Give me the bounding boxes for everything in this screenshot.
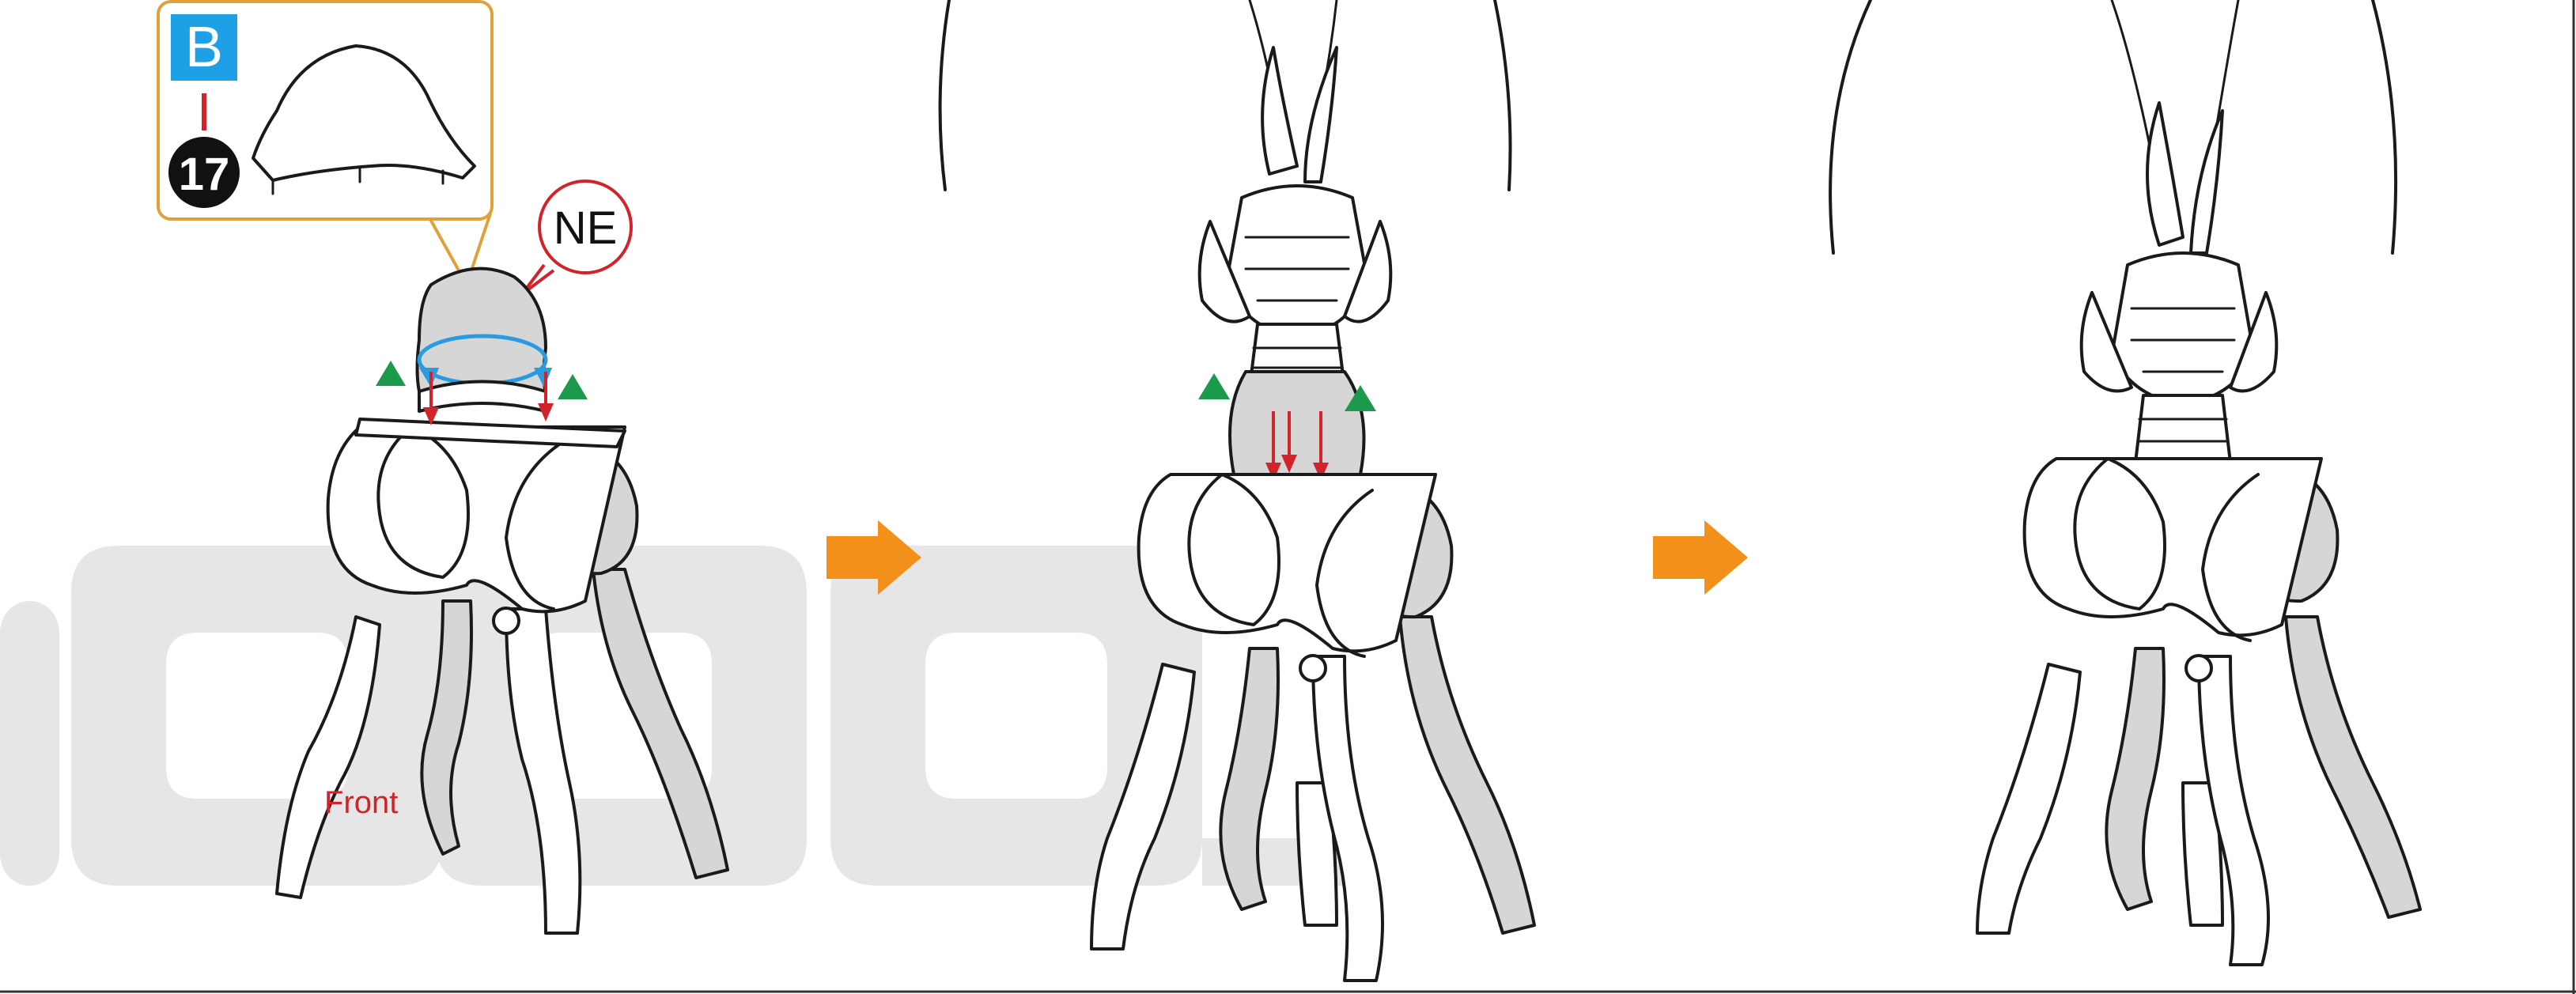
step-arrow-icon <box>1653 520 1748 595</box>
panel-3-completed-dragon <box>1830 0 2420 965</box>
part-callout: B 17 <box>158 2 492 285</box>
position-code: NE <box>554 202 618 254</box>
alignment-marker-icon <box>1198 373 1230 399</box>
part-number: 17 <box>179 149 230 200</box>
alignment-marker-icon <box>558 374 588 399</box>
section-letter: B <box>185 16 223 79</box>
alignment-marker-icon <box>376 361 406 386</box>
front-label: Front <box>324 785 398 820</box>
position-code-bubble: NE <box>522 181 631 294</box>
